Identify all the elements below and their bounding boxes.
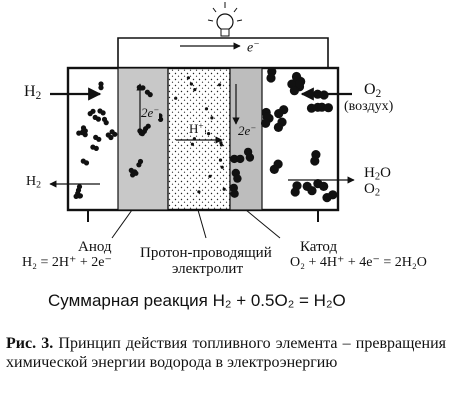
cathode-equation: O₂ + 4H⁺ + 4e⁻ = 2H₂O bbox=[290, 255, 427, 270]
o2-outlet-label: O2 bbox=[364, 181, 381, 199]
anode-equation: H₂ = 2H⁺ + 2e⁻ bbox=[22, 255, 112, 270]
figure-caption: Рис. 3. Принцип действия топливного элем… bbox=[6, 334, 446, 372]
air-note: (воздух) bbox=[344, 99, 394, 114]
external-circuit-wire bbox=[117, 37, 329, 68]
electrolyte-layer bbox=[167, 67, 231, 211]
electrolyte-title-line1: Протон-проводящий bbox=[140, 245, 272, 261]
electrolyte-title-line2: электролит bbox=[172, 261, 244, 277]
h2-inlet-label: H2 bbox=[24, 83, 42, 102]
h2-outlet-label: H2 bbox=[26, 174, 42, 191]
proton-label: H+ bbox=[188, 121, 205, 137]
o2-inlet-label: O2 bbox=[364, 81, 382, 100]
anode-charge-label: 2e− bbox=[141, 105, 160, 121]
gas-molecules bbox=[73, 67, 338, 203]
summary-reaction: Суммарная реакция H₂ + 0.5O₂ = H₂O bbox=[48, 291, 346, 310]
figure-label: Рис. 3. bbox=[6, 335, 54, 352]
cathode-charge-label: 2e− bbox=[238, 123, 257, 139]
figure-caption-text: Принцип действия топливного элемента – п… bbox=[6, 335, 447, 371]
anode-title: Анод bbox=[78, 239, 112, 255]
h2o-outlet-label: H2O bbox=[364, 165, 391, 183]
electron-label: e− bbox=[247, 39, 260, 56]
fuel-cell-schematic bbox=[49, 2, 355, 239]
light-bulb-icon bbox=[207, 2, 243, 37]
cathode-title: Катод bbox=[300, 239, 338, 255]
